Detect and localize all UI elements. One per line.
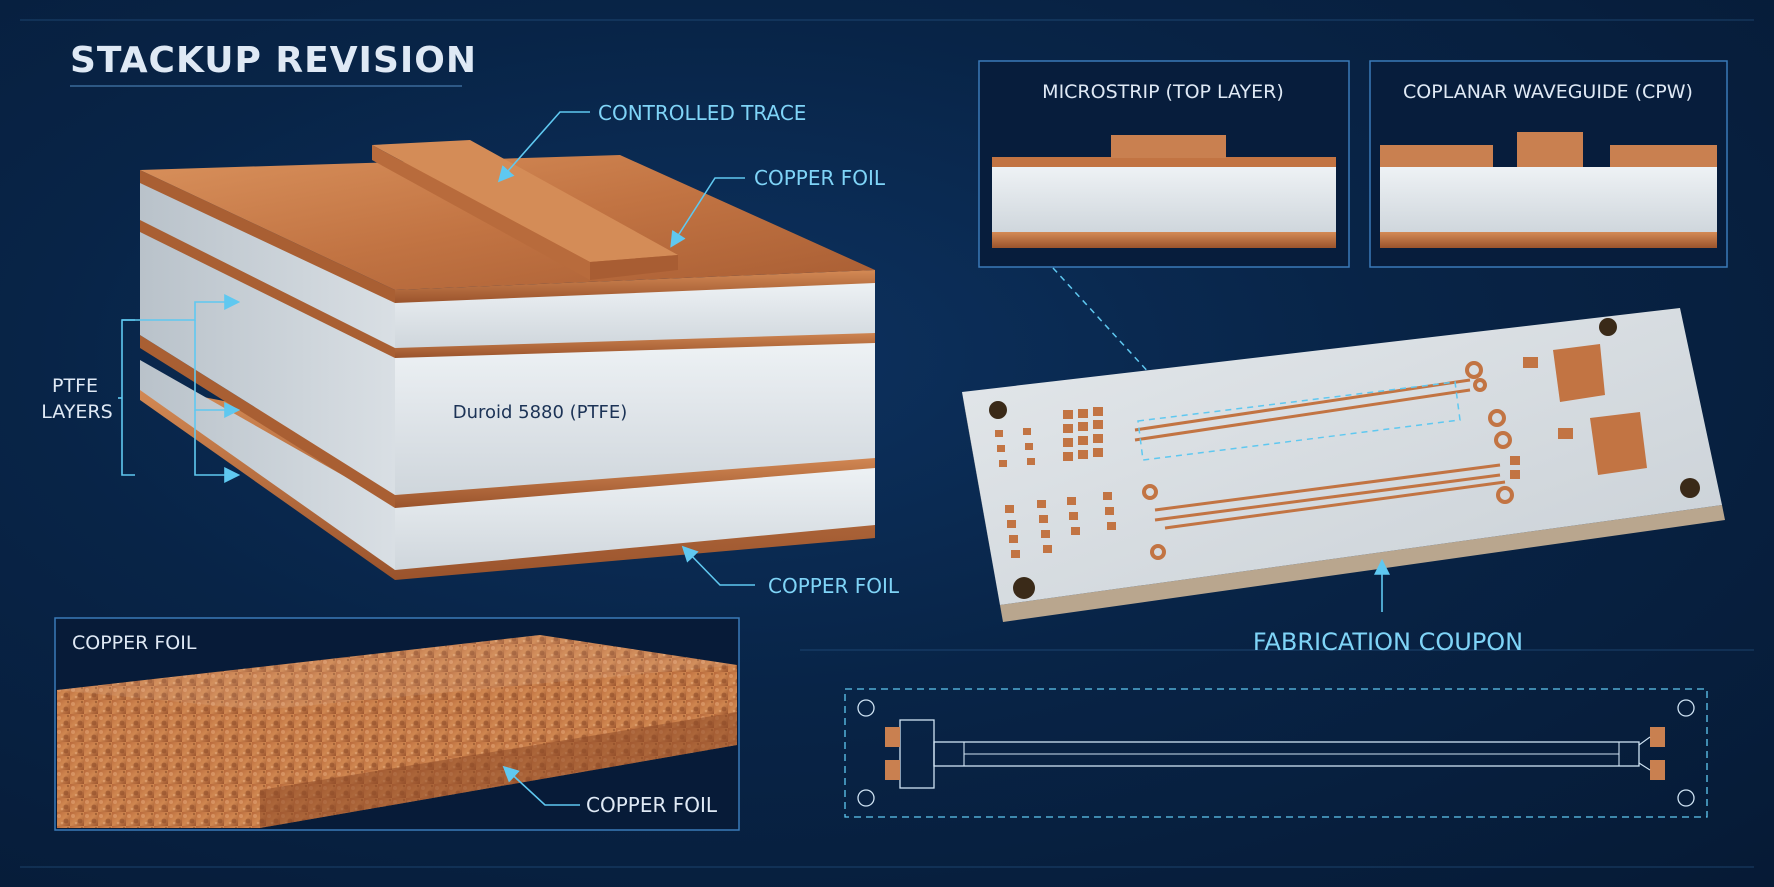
ptfe-layers-label-line2: LAYERS xyxy=(41,401,112,423)
stack-callouts xyxy=(118,111,755,586)
copper-foil-top-label: COPPER FOIL xyxy=(754,166,886,190)
coupon-schematic xyxy=(844,688,1708,818)
detail-panel-callout: COPPER FOIL xyxy=(586,793,718,817)
controlled-trace-label: CONTROLLED TRACE xyxy=(598,101,806,125)
ptfe-layers-label-line1: PTFE xyxy=(52,375,98,397)
copper-foil-detail-panel xyxy=(54,617,740,831)
coupon-label: FABRICATION COUPON xyxy=(1253,628,1523,656)
page-title: STACKUP REVISION xyxy=(70,40,477,81)
fabrication-coupon-board xyxy=(962,308,1725,622)
copper-foil-bottom-label: COPPER FOIL xyxy=(768,574,900,598)
detail-panel-title: COPPER FOIL xyxy=(72,632,197,654)
layer-stack xyxy=(140,140,875,580)
cpw-section xyxy=(1369,60,1728,268)
microstrip-section xyxy=(978,60,1350,268)
frame-lines xyxy=(20,19,1754,868)
core-material-label: Duroid 5880 (PTFE) xyxy=(453,402,628,423)
cpw-title: COPLANAR WAVEGUIDE (CPW) xyxy=(1403,81,1693,103)
detail-callout-line xyxy=(502,765,580,806)
microstrip-title: MICROSTRIP (TOP LAYER) xyxy=(1042,81,1284,103)
